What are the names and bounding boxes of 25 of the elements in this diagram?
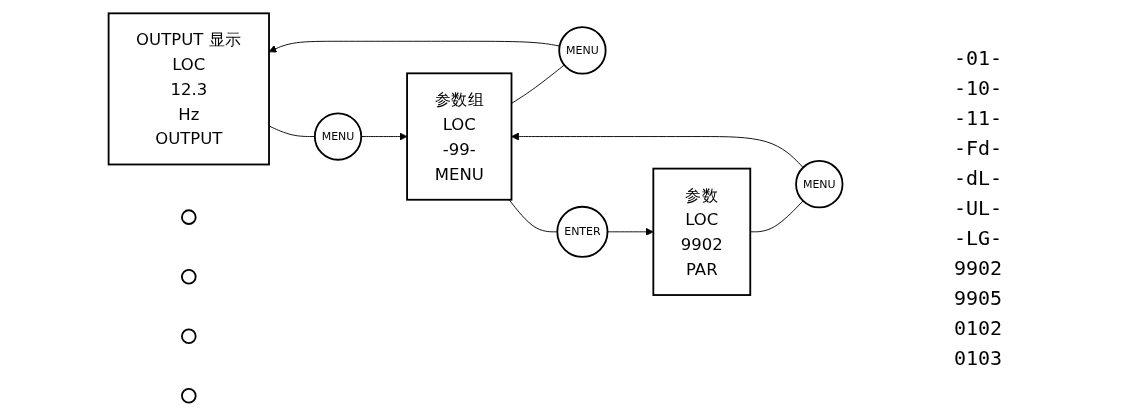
- node-circle: ENTER: [556, 205, 609, 258]
- display-reading: -11-: [954, 106, 1003, 130]
- connector: [750, 200, 805, 233]
- node-circle: MENU: [558, 26, 607, 75]
- display-reading: 0103: [954, 346, 1003, 370]
- display-reading: 0102: [954, 316, 1003, 340]
- display-reading: -LG-: [954, 226, 1003, 250]
- connector: [511, 64, 566, 104]
- node-box: 参数组 LOC -99- MENU: [406, 72, 513, 201]
- node-circle: [181, 268, 198, 285]
- connector: [269, 125, 316, 137]
- node-circle: MENU: [795, 160, 844, 209]
- node-circle: [181, 328, 198, 345]
- node-circle: MENU: [314, 112, 363, 161]
- display-reading: -10-: [954, 76, 1003, 100]
- node-box: 参数 LOC 9902 PAR: [652, 167, 752, 296]
- display-reading: -Fd-: [954, 136, 1003, 160]
- display-reading: 9902: [954, 256, 1003, 280]
- display-reading: -01-: [954, 46, 1003, 70]
- node-circle: [181, 209, 198, 225]
- display-reading: 9905: [954, 286, 1003, 310]
- display-reading: -dL-: [954, 166, 1003, 190]
- node-circle: [181, 388, 198, 404]
- display-reading: -UL-: [954, 196, 1003, 220]
- node-box: OUTPUT 显示 LOC 12.3 Hz OUTPUT: [108, 12, 271, 166]
